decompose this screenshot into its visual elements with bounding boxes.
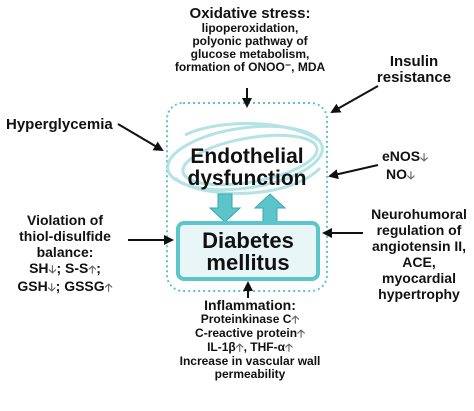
neurohumoral-block: Neurohumoral regulation of angiotensin I… bbox=[364, 206, 474, 302]
crp-label: C-reactive protein bbox=[195, 326, 298, 340]
diabetes-box bbox=[176, 221, 320, 281]
oxidative-stress-title: Oxidative stress: bbox=[189, 5, 311, 22]
diabetes-line-1: Diabetes bbox=[202, 228, 294, 253]
permeability-line: permeability bbox=[214, 367, 286, 381]
thiol-disulfide-block: Violation of thiol-disulfide balance: SH… bbox=[0, 212, 130, 296]
neuro-line-3: angiotensin II, bbox=[371, 238, 467, 254]
arrow-down-icon: 🡣 bbox=[420, 152, 429, 164]
arrow-up-icon: 🡡 bbox=[297, 328, 305, 340]
neuro-line-4: ACE, bbox=[402, 254, 436, 270]
insulin-line-1: Insulin bbox=[389, 53, 439, 70]
enos-row: eNOS🡣 bbox=[382, 148, 428, 166]
inflammation-title: Inflammation: bbox=[204, 297, 296, 313]
no-row: NO🡣 bbox=[382, 166, 428, 184]
arrow-up-icon: 🡡 bbox=[285, 342, 293, 354]
gssg-label: ; GSSG bbox=[55, 278, 105, 294]
il-label: IL-1β bbox=[207, 340, 236, 354]
oxidative-stress-block: Oxidative stress: lipoperoxidation, poly… bbox=[140, 6, 360, 74]
up-arrow-icon bbox=[253, 193, 287, 223]
neuro-line-6: hypertrophy bbox=[378, 286, 460, 302]
increase-line: Increase in vascular wall bbox=[179, 354, 321, 368]
arrow-up-icon: 🡡 bbox=[235, 342, 244, 354]
dotted-frame bbox=[166, 102, 328, 292]
neuro-line-2: regulation of bbox=[376, 222, 462, 238]
down-arrow-icon bbox=[208, 193, 242, 223]
endothelial-dysfunction-label: Endothelial dysfunction bbox=[170, 146, 324, 190]
neuro-line-5: myocardial bbox=[382, 270, 456, 286]
endothelial-line-2: dysfunction bbox=[187, 167, 307, 190]
thiol-line-1: Violation of bbox=[27, 212, 103, 228]
thf-label: , THF-α bbox=[243, 340, 286, 354]
hyperglycemia-label: Hyperglycemia bbox=[6, 116, 113, 133]
thiol-line-4: SH🡣; S-S🡡; bbox=[0, 260, 130, 278]
insulin-resistance-label: Insulin resistance bbox=[364, 54, 464, 86]
thiol-line-5: GSH🡣; GSSG🡡 bbox=[0, 278, 130, 296]
no-label: NO bbox=[386, 166, 407, 182]
arrow-from-insulin bbox=[330, 85, 379, 113]
oxidative-line-3: glucose metabolism, bbox=[190, 47, 310, 61]
arrow-up-icon: 🡡 bbox=[291, 314, 300, 326]
proteinkinase-label: Proteinkinase C bbox=[200, 312, 292, 326]
endothelium-swirl-icon bbox=[166, 122, 324, 195]
neuro-line-1: Neurohumoral bbox=[371, 206, 467, 222]
enos-no-block: eNOS🡣 NO🡣 bbox=[382, 148, 428, 184]
sh-label: SH bbox=[29, 260, 49, 276]
il-thf-row: IL-1β🡡, THF-α🡡 bbox=[150, 341, 350, 355]
oxidative-line-1: lipoperoxidation, bbox=[201, 21, 299, 35]
arrow-from-hyperglycemia bbox=[117, 123, 164, 152]
ss-end: ; bbox=[96, 260, 101, 276]
diabetes-line-2: mellitus bbox=[206, 250, 290, 275]
gsh-label: GSH bbox=[17, 278, 48, 294]
endothelial-line-1: Endothelial bbox=[190, 145, 304, 168]
arrow-from-enos bbox=[328, 164, 379, 180]
oxidative-line-4: formation of ONOO⁻, MDA bbox=[174, 60, 326, 74]
arrow-down-icon: 🡣 bbox=[48, 264, 57, 276]
thiol-line-2: thiol-disulfide bbox=[19, 228, 111, 244]
proteinkinase-row: Proteinkinase C🡡 bbox=[150, 313, 350, 327]
oxidative-line-2: polyonic pathway of bbox=[192, 34, 308, 48]
insulin-line-2: resistance bbox=[376, 69, 452, 86]
arrow-up-icon: 🡡 bbox=[88, 264, 97, 276]
crp-row: C-reactive protein🡡 bbox=[150, 327, 350, 341]
thiol-line-3: balance: bbox=[36, 244, 94, 260]
arrow-up-icon: 🡡 bbox=[104, 282, 113, 294]
inflammation-block: Inflammation: Proteinkinase C🡡 C-reactiv… bbox=[150, 297, 350, 381]
arrow-down-icon: 🡣 bbox=[407, 170, 415, 182]
diabetes-mellitus-label: Diabetes mellitus bbox=[178, 230, 318, 274]
enos-label: eNOS bbox=[382, 148, 421, 164]
arrow-down-icon: 🡣 bbox=[47, 282, 56, 294]
ss-label: ; S-S bbox=[56, 260, 89, 276]
